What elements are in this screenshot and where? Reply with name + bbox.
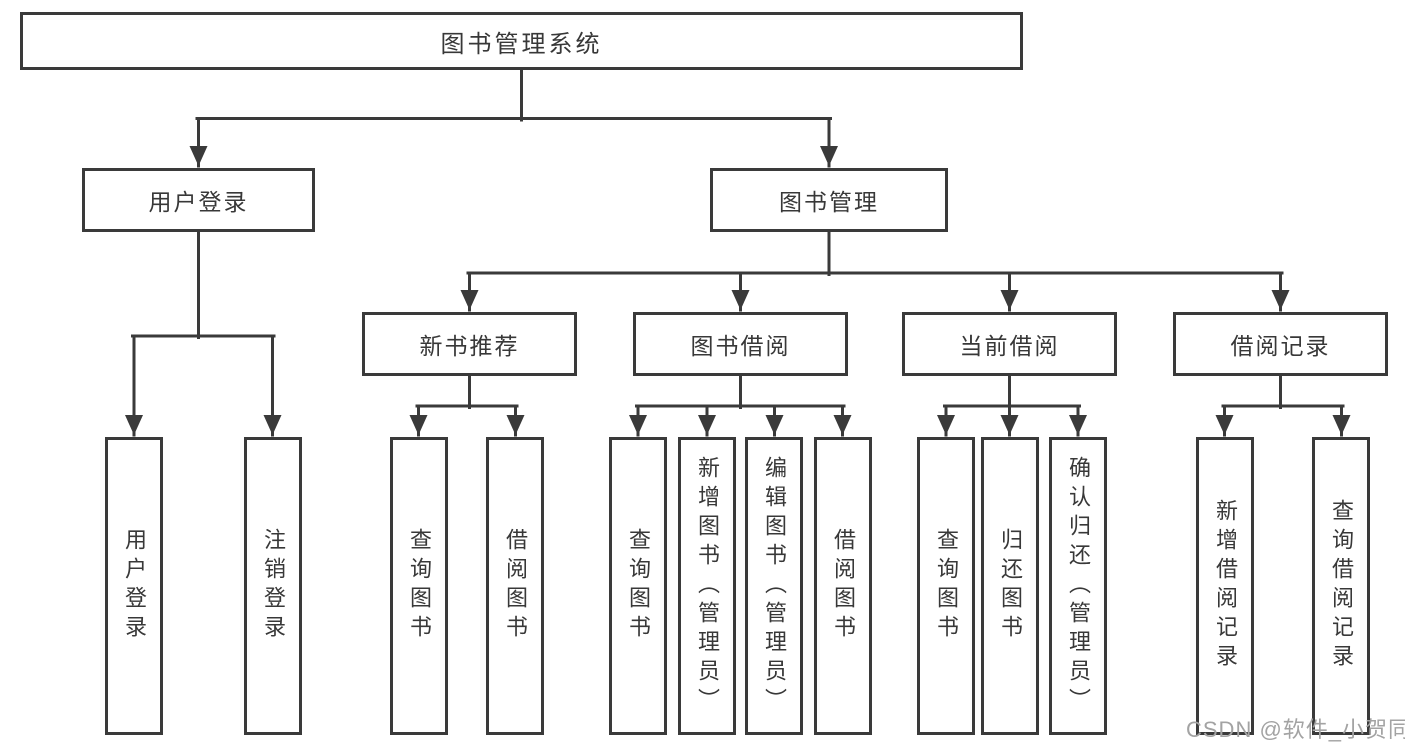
leaf-add-book-admin-label: 新增图书（管理员） (695, 455, 720, 717)
leaf-add-book-admin: 新增图书（管理员） (678, 437, 736, 735)
node-user-login-label: 用户登录 (148, 189, 249, 215)
node-new-book-recommend-label: 新书推荐 (419, 333, 520, 359)
leaf-logout-login-label: 注销登录 (261, 528, 286, 644)
node-current-borrowing-label: 当前借阅 (959, 333, 1060, 359)
node-new-book-recommend: 新书推荐 (362, 312, 577, 376)
leaf-query-books-current-label: 查询图书 (934, 528, 959, 644)
leaf-query-books-borrow: 查询图书 (609, 437, 667, 735)
edges-borrow-records-children (1215, 374, 1351, 437)
node-user-login: 用户登录 (82, 168, 315, 232)
leaf-query-books-recommend-label: 查询图书 (407, 528, 432, 644)
edges-book-borrowing-children (629, 374, 852, 437)
leaf-query-books-borrow-label: 查询图书 (626, 528, 651, 644)
leaf-user-login-label: 用户登录 (122, 528, 147, 644)
edges-current-borrowing-children (937, 374, 1087, 437)
leaf-add-borrow-record: 新增借阅记录 (1196, 437, 1254, 735)
leaf-borrow-books-recommend-label: 借阅图书 (503, 528, 528, 644)
edges-root-to-level2 (189, 68, 838, 168)
edges-new-book-recommend-children (409, 374, 525, 437)
node-book-management: 图书管理 (710, 168, 948, 232)
csdn-watermark: CSDN @软件_小贺同学 (1186, 717, 1405, 742)
leaf-query-books-current: 查询图书 (917, 437, 975, 735)
node-book-borrowing-label: 图书借阅 (690, 333, 791, 359)
leaf-query-borrow-record: 查询借阅记录 (1312, 437, 1370, 735)
leaf-return-book-label: 归还图书 (998, 528, 1023, 644)
edges-user-login-children (125, 230, 282, 437)
leaf-user-login: 用户登录 (105, 437, 163, 735)
leaf-borrow-books-borrow: 借阅图书 (814, 437, 872, 735)
leaf-borrow-books-recommend: 借阅图书 (486, 437, 544, 735)
leaf-edit-book-admin: 编辑图书（管理员） (745, 437, 803, 735)
leaf-confirm-return-admin-label: 确认归还（管理员） (1066, 455, 1091, 717)
leaf-return-book: 归还图书 (981, 437, 1039, 735)
node-borrow-records: 借阅记录 (1173, 312, 1388, 376)
leaf-query-borrow-record-label: 查询借阅记录 (1329, 499, 1354, 673)
node-book-management-label: 图书管理 (779, 189, 879, 215)
node-root: 图书管理系统 (20, 12, 1023, 70)
node-root-label: 图书管理系统 (440, 30, 603, 58)
leaf-borrow-books-borrow-label: 借阅图书 (831, 528, 856, 644)
leaf-query-books-recommend: 查询图书 (390, 437, 448, 735)
leaf-add-borrow-record-label: 新增借阅记录 (1213, 499, 1238, 673)
node-book-borrowing: 图书借阅 (633, 312, 848, 376)
node-borrow-records-label: 借阅记录 (1230, 333, 1331, 359)
edges-book-management-children (460, 230, 1290, 312)
leaf-edit-book-admin-label: 编辑图书（管理员） (762, 455, 787, 717)
node-current-borrowing: 当前借阅 (902, 312, 1117, 376)
leaf-confirm-return-admin: 确认归还（管理员） (1049, 437, 1107, 735)
leaf-logout-login: 注销登录 (244, 437, 302, 735)
